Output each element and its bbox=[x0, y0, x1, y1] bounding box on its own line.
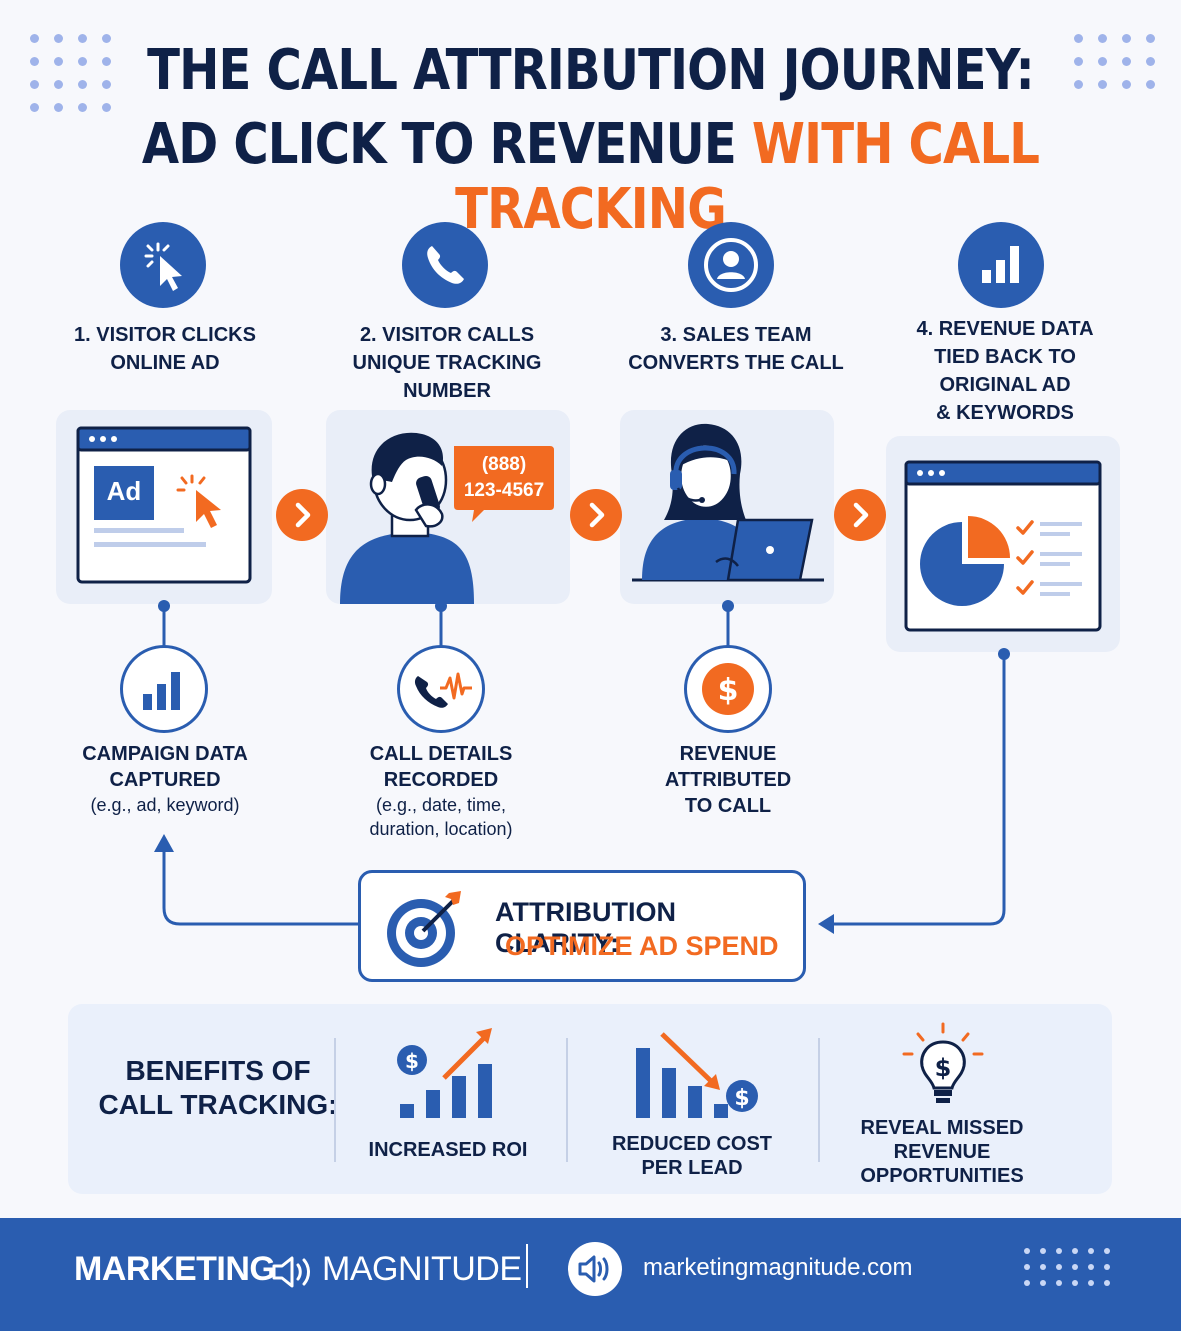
ad-text: Ad bbox=[106, 476, 142, 506]
footer-decorative-dots bbox=[1024, 1248, 1110, 1286]
svg-text:$: $ bbox=[718, 673, 739, 708]
next-arrow-icon bbox=[276, 489, 328, 541]
svg-text:$: $ bbox=[935, 1054, 952, 1082]
footer-divider bbox=[526, 1244, 528, 1288]
campaign-data-desc: (e.g., ad, keyword) bbox=[90, 795, 240, 815]
divider bbox=[818, 1038, 820, 1162]
page-subtitle: AD CLICK TO REVENUE WITH CALL TRACKING bbox=[83, 112, 1099, 242]
growth-chart-icon: $ bbox=[397, 1028, 492, 1118]
next-arrow-icon bbox=[570, 489, 622, 541]
decorative-dots-right bbox=[1074, 34, 1156, 89]
clarity-line2: OPTIMIZE AD SPEND bbox=[505, 931, 779, 961]
campaign-data-title: CAMPAIGN DATA CAPTURED bbox=[82, 743, 248, 791]
subtitle-main: AD CLICK TO REVENUE bbox=[141, 112, 752, 177]
step-1-label: 1. VISITOR CLICKS ONLINE AD bbox=[74, 324, 256, 374]
benefit-increased-roi: INCREASED ROI bbox=[368, 1139, 528, 1161]
next-arrow-icon bbox=[834, 489, 886, 541]
tracking-number: (888) 123-4567 bbox=[454, 452, 554, 504]
revenue-attributed-title: REVENUE ATTRIBUTED TO CALL bbox=[664, 743, 792, 817]
attribution-clarity-box: ATTRIBUTION CLARITY: OPTIMIZE AD SPEND bbox=[358, 870, 806, 982]
decorative-dots-left bbox=[30, 34, 112, 112]
campaign-data-icon bbox=[120, 645, 208, 733]
phone-waveform-icon bbox=[397, 645, 485, 733]
tracking-number-line1: (888) bbox=[481, 454, 527, 475]
svg-text:$: $ bbox=[734, 1086, 749, 1111]
step-2-label: 2. VISITOR CALLS UNIQUE TRACKING NUMBER bbox=[352, 324, 542, 402]
lightbulb-dollar-icon: $ bbox=[902, 1022, 984, 1103]
step-4-label: 4. REVENUE DATA TIED BACK TO ORIGINAL AD… bbox=[916, 318, 1094, 424]
divider bbox=[334, 1038, 336, 1162]
step-3-label: 3. SALES TEAM CONVERTS THE CALL bbox=[628, 324, 844, 374]
benefit-reduced-cost: REDUCED COST PER LEAD bbox=[611, 1133, 772, 1179]
bar-chart-icon bbox=[958, 222, 1044, 308]
step-3-card bbox=[620, 410, 834, 604]
step-4-card bbox=[886, 436, 1120, 652]
footer: MARKETING MAGNITUDE marketingmagnitude.c… bbox=[0, 1218, 1181, 1331]
page-title: THE CALL ATTRIBUTION JOURNEY: bbox=[147, 38, 1035, 103]
website-link[interactable]: marketingmagnitude.com bbox=[643, 1254, 913, 1281]
tracking-number-line2: 123-4567 bbox=[463, 480, 545, 501]
step-1-card: Ad bbox=[56, 410, 272, 604]
speaker-logo-icon bbox=[272, 1256, 310, 1288]
user-icon bbox=[688, 222, 774, 308]
clarity-line1: ATTRIBUTION CLARITY: bbox=[495, 897, 676, 958]
cursor-click-icon bbox=[120, 222, 206, 308]
svg-text:$: $ bbox=[405, 1049, 419, 1073]
benefits-panel: BENEFITS OF CALL TRACKING: $ INCREASED R… bbox=[68, 1004, 1112, 1194]
target-arrow-icon bbox=[387, 891, 461, 967]
call-details-title: CALL DETAILS RECORDED bbox=[369, 743, 513, 791]
dollar-icon: $ bbox=[684, 645, 772, 733]
brand-magnitude: MAGNITUDE bbox=[322, 1250, 522, 1288]
benefits-title: BENEFITS OF CALL TRACKING: bbox=[98, 1055, 338, 1120]
divider bbox=[566, 1038, 568, 1162]
decline-chart-icon: $ bbox=[636, 1032, 758, 1118]
connector-lines bbox=[154, 600, 1010, 934]
step-2-card: (888) 123-4567 bbox=[326, 410, 570, 604]
phone-icon bbox=[402, 222, 488, 308]
speaker-icon bbox=[568, 1242, 622, 1296]
brand-marketing: MARKETING bbox=[74, 1250, 276, 1288]
subtitle-accent: WITH CALL TRACKING bbox=[455, 112, 1040, 242]
benefit-missed-revenue: REVEAL MISSED REVENUE OPPORTUNITIES bbox=[860, 1117, 1024, 1187]
call-details-desc: (e.g., date, time, duration, location) bbox=[369, 795, 513, 839]
